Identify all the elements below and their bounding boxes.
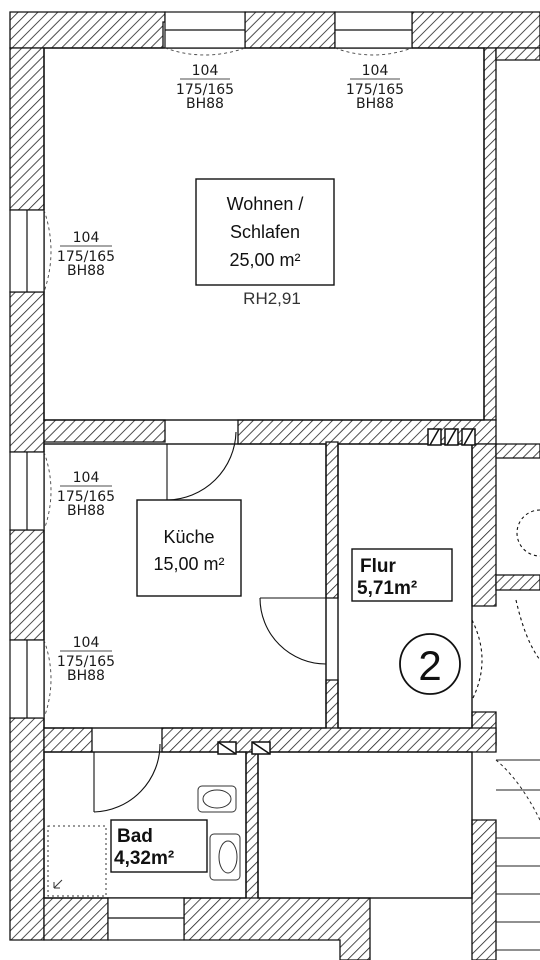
window-label-kueche-lower: 104 175/165 BH88 [57,635,115,684]
window-label-kueche-upper: 104 175/165 BH88 [57,470,115,519]
wall-stair-edge [471,819,497,960]
room-area: 4,32m² [114,848,174,869]
room-label-wohnen: Wohnen / Schlafen 25,00 m² RH2,91 [195,178,335,308]
bath-fixtures [47,785,241,897]
room-name: Küche [163,527,214,547]
window-label-wohnen-side: 104 175/165 BH88 [57,230,115,279]
window-width: 104 [192,63,219,79]
window-sill: BH88 [67,263,105,279]
room-area: 5,71m² [357,578,417,599]
room-name: Bad [117,826,153,847]
wall-far-right-1 [495,443,540,459]
room-outlines [43,47,485,899]
wall-top [9,11,166,49]
window-size: 175/165 [57,249,115,265]
wall-top-right [411,11,540,49]
room-area: 15,00 m² [153,554,224,574]
window-width: 104 [73,635,100,651]
window-swings [43,47,413,719]
door-bad-swing [93,743,161,813]
wall-far-right-2 [495,574,540,591]
window-size: 175/165 [57,489,115,505]
wall-left-4 [9,717,45,941]
stairs [495,759,540,951]
wall-left-2 [9,291,45,453]
wall-bottom-right [183,897,371,960]
wall-right-upper [483,47,497,421]
windows [9,11,413,941]
window-bath-bottom [107,897,185,941]
wall-bath-top-left [43,727,93,753]
unit-number-marker: 2 [399,633,461,695]
window-label-top-right: 104 175/165 BH88 [346,63,404,112]
door-flur-swing [259,597,327,665]
wall-bath-right [245,751,259,901]
wall-top-mid [244,11,336,49]
toilet [209,833,241,881]
room-name: Flur [360,556,396,577]
unit-number: 2 [418,642,441,689]
window-size: 175/165 [346,82,404,98]
wall-flur-right [471,443,497,607]
wall-kueche-flur-2 [325,679,339,731]
wall-left [9,47,45,211]
wall-bottom-left [43,897,109,941]
doors [93,431,540,813]
window-width: 104 [362,63,389,79]
wall-kueche-flur [325,441,339,599]
window-sill: BH88 [186,96,224,112]
washbasin [197,785,237,813]
room-height: RH2,91 [243,289,301,308]
wall-mid-left [43,419,166,443]
window-label-top-left: 104 175/165 BH88 [176,63,234,112]
wall-bath-top-mid [161,727,497,753]
door-flur-right-swing [471,619,483,701]
window-sill: BH88 [67,503,105,519]
window-size: 175/165 [176,82,234,98]
door-kueche-swing [166,431,237,501]
window-size: 175/165 [57,654,115,670]
shaft-symbols [217,428,476,755]
window-sill: BH88 [67,668,105,684]
room-area: 25,00 m² [229,250,300,270]
room-name-line1: Wohnen / [227,194,304,214]
room-label-kueche: Küche 15,00 m² [136,499,242,597]
shower [47,825,107,897]
room-label-bad: Bad 4,32m² [110,819,208,873]
window-width: 104 [73,230,100,246]
wall-right-far [495,47,540,61]
window-sill: BH88 [356,96,394,112]
room-label-flur: Flur 5,71m² [351,548,453,602]
room-name-line2: Schlafen [230,222,300,242]
wall-left-3 [9,529,45,641]
window-width: 104 [73,470,100,486]
